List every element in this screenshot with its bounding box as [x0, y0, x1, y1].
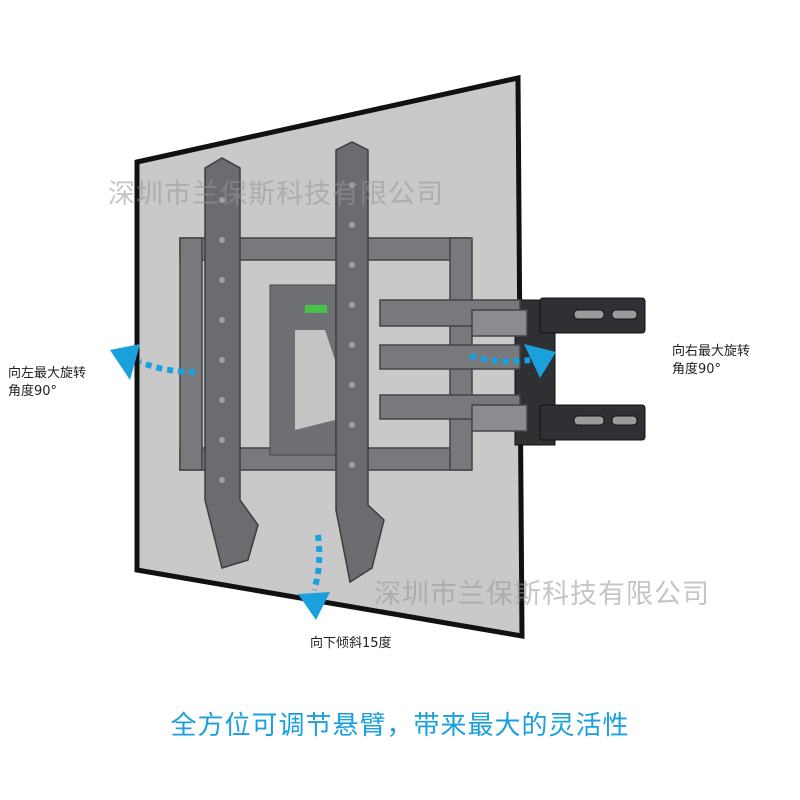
watermark-top: 深圳市兰保斯科技有限公司: [108, 179, 444, 210]
rotate-right-arrow-icon: [469, 344, 556, 378]
label-right-rotate: 向右最大旋转 角度90°: [672, 343, 750, 379]
label-right-rotate-line2: 角度90°: [672, 362, 722, 377]
label-right-rotate-line1: 向右最大旋转: [672, 344, 751, 359]
tilt-down-arrow-icon: [298, 534, 330, 620]
rotate-left-arrow-icon: [110, 344, 196, 380]
label-tilt-down: 向下倾斜15度: [310, 636, 392, 651]
label-left-rotate-line1: 向左最大旋转: [8, 366, 87, 381]
label-left-rotate-line2: 角度90°: [8, 384, 58, 399]
swing-arm: [179, 237, 528, 471]
caption: 全方位可调节悬臂，带来最大的灵活性: [170, 711, 630, 741]
vertical-bracket-right: [335, 141, 385, 584]
vertical-bracket-left: [204, 157, 259, 569]
watermark-bottom: 深圳市兰保斯科技有限公司: [374, 579, 710, 610]
wall-mount-plate: [514, 297, 646, 446]
label-left-rotate: 向左最大旋转 角度90°: [8, 365, 86, 401]
